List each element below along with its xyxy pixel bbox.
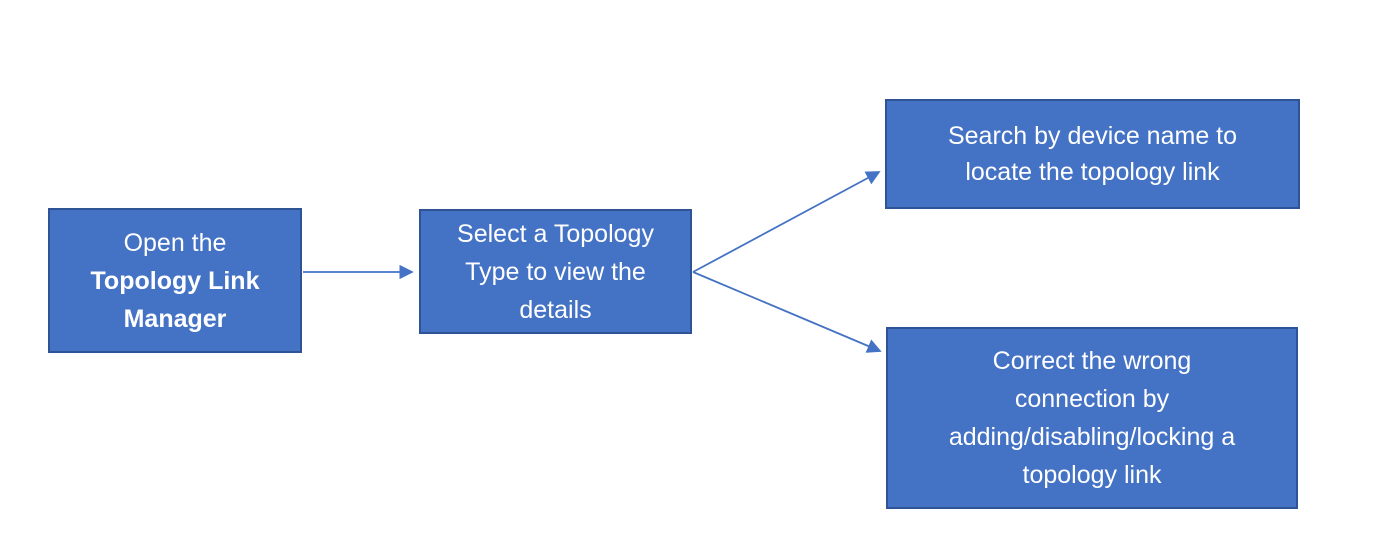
correct-line-4: topology link (1022, 461, 1162, 489)
step1-line-2: Topology Link (90, 266, 260, 295)
flow-step-open-topology-link-manager: Open the Topology Link Manager (48, 208, 302, 353)
arrow-step2-to-correct (692, 271, 882, 353)
search-line-2: locate the topology link (965, 158, 1220, 186)
step1-line-1: Open the (123, 228, 227, 257)
flow-step-search-by-device-name: Search by device name to locate the topo… (885, 99, 1300, 209)
correct-line-3: adding/disabling/locking a (948, 423, 1236, 451)
correct-line-2: connection by (1014, 385, 1170, 413)
arrow-step2-to-search (692, 171, 881, 273)
search-line-1: Search by device name to (947, 122, 1238, 150)
step2-line-3: details (519, 295, 592, 324)
correct-line-1: Correct the wrong (992, 347, 1192, 375)
step2-line-1: Select a Topology (457, 219, 654, 248)
step1-line-3: Manager (123, 304, 227, 333)
flow-step-select-topology-type: Select a Topology Type to view the detai… (419, 209, 692, 334)
step2-line-2: Type to view the (465, 257, 646, 286)
flow-step-correct-wrong-connection: Correct the wrong connection by adding/d… (886, 327, 1298, 509)
